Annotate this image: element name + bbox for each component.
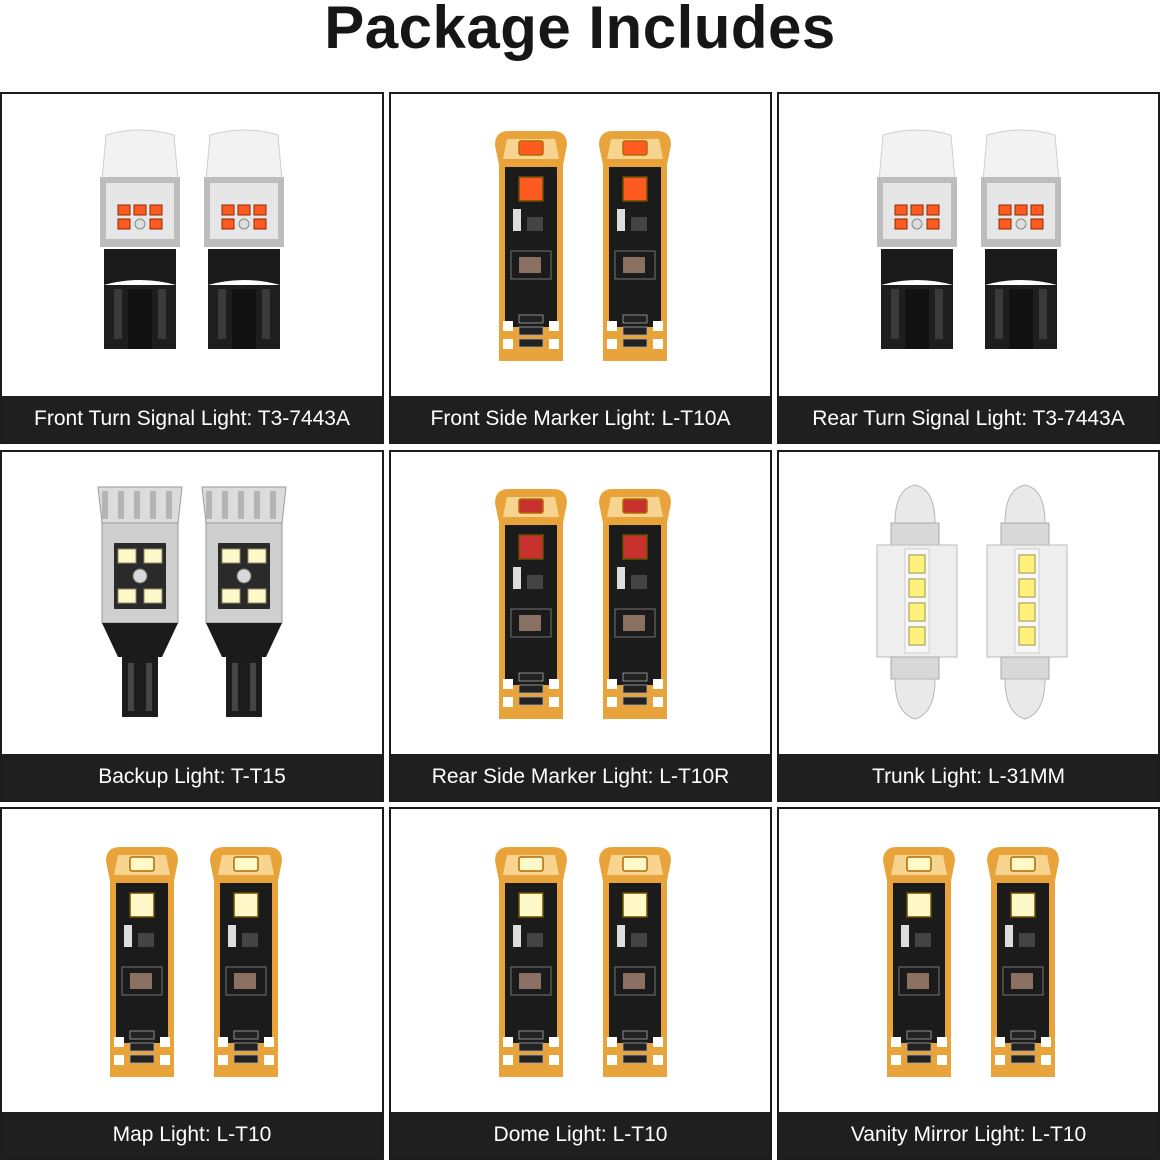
bulb-pair-illustration (97, 486, 287, 717)
bulb-pair-illustration (494, 131, 671, 361)
product-card: Dome Light: L-T10 (389, 807, 772, 1160)
bulb-7443 (204, 129, 284, 349)
bulb-pair-illustration (106, 846, 282, 1077)
product-caption: Map Light: L-T10 (2, 1112, 382, 1158)
product-caption: Trunk Light: L-31MM (779, 754, 1158, 800)
festoon-31mm-bulb (986, 484, 1067, 720)
t10-bulb (882, 846, 955, 1077)
product-image (2, 809, 382, 1112)
product-caption: Backup Light: T-T15 (2, 754, 382, 800)
bulb-pair-illustration (876, 484, 1067, 720)
product-image (391, 94, 770, 396)
product-caption: Rear Side Marker Light: L-T10R (391, 754, 770, 800)
bulb-t15 (97, 486, 183, 717)
bulb-t15 (201, 486, 287, 717)
t10-bulb (494, 131, 567, 361)
t10-bulb (598, 489, 671, 719)
t10-bulb (494, 489, 567, 719)
t10-bulb (598, 846, 671, 1077)
product-image (2, 452, 382, 754)
bulb-pair-illustration (876, 129, 1061, 349)
bulb-7443 (876, 129, 957, 349)
product-image (779, 809, 1158, 1112)
product-image (779, 452, 1158, 754)
product-card: Rear Side Marker Light: L-T10R (389, 450, 772, 802)
product-card: Front Side Marker Light: L-T10A (389, 92, 772, 444)
product-caption: Front Side Marker Light: L-T10A (391, 396, 770, 442)
t10-bulb (598, 131, 671, 361)
bulb-pair-illustration (494, 846, 671, 1077)
product-image (391, 809, 770, 1112)
product-card: Rear Turn Signal Light: T3-7443A (777, 92, 1160, 444)
product-image (2, 94, 382, 396)
bulb-pair-illustration (882, 846, 1059, 1077)
bulb-pair-illustration (494, 489, 671, 719)
bulb-7443 (100, 129, 180, 349)
t10-bulb (210, 846, 282, 1077)
bulb-7443 (980, 129, 1061, 349)
festoon-31mm-bulb (876, 484, 957, 720)
product-caption: Front Turn Signal Light: T3-7443A (2, 396, 382, 442)
product-card: Vanity Mirror Light: L-T10 (777, 807, 1160, 1160)
product-image (391, 452, 770, 754)
product-caption: Dome Light: L-T10 (391, 1112, 770, 1158)
t10-bulb (494, 846, 567, 1077)
product-card: Map Light: L-T10 (0, 807, 384, 1160)
bulb-pair-illustration (100, 129, 284, 349)
product-caption: Rear Turn Signal Light: T3-7443A (779, 396, 1158, 442)
product-caption: Vanity Mirror Light: L-T10 (779, 1112, 1158, 1158)
t10-bulb (106, 846, 178, 1077)
product-card: Trunk Light: L-31MM (777, 450, 1160, 802)
product-card: Backup Light: T-T15 (0, 450, 384, 802)
product-card: Front Turn Signal Light: T3-7443A (0, 92, 384, 444)
t10-bulb (986, 846, 1059, 1077)
product-image (779, 94, 1158, 396)
page-title: Package Includes (324, 0, 836, 61)
